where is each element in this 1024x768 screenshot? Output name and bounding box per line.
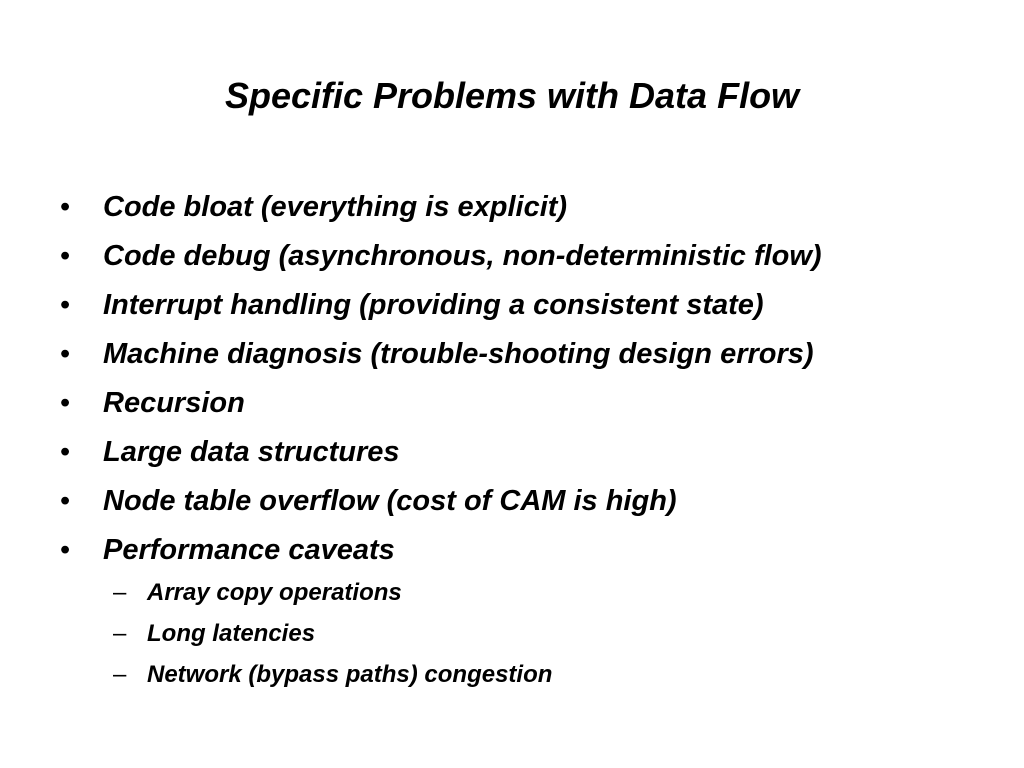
bullet-marker: • xyxy=(60,289,71,321)
bullet-marker: • xyxy=(60,485,71,517)
slide-title: Specific Problems with Data Flow xyxy=(224,75,800,116)
bullet-item: • Machine diagnosis (trouble-shooting de… xyxy=(60,330,1000,379)
bullet-marker: • xyxy=(60,191,71,223)
bullet-text: Recursion xyxy=(103,387,245,419)
subbullet-item: – Network (bypass paths) congestion xyxy=(113,654,993,695)
bullet-text: Large data structures xyxy=(103,436,400,468)
bullet-text: Node table overflow (cost of CAM is high… xyxy=(103,485,677,517)
bullet-text: Machine diagnosis (trouble-shooting desi… xyxy=(103,338,814,370)
subbullet-marker: – xyxy=(113,661,127,688)
bullet-list: • Code bloat (everything is explicit) • … xyxy=(60,183,1000,575)
subbullet-text: Array copy operations xyxy=(147,579,402,606)
bullet-marker: • xyxy=(60,436,71,468)
bullet-item: • Node table overflow (cost of CAM is hi… xyxy=(60,477,1000,526)
bullet-marker: • xyxy=(60,240,71,272)
bullet-item: • Interrupt handling (providing a consis… xyxy=(60,281,1000,330)
subbullet-item: – Array copy operations xyxy=(113,572,993,613)
bullet-item: • Code bloat (everything is explicit) xyxy=(60,183,1000,232)
subbullet-item: – Long latencies xyxy=(113,613,993,654)
bullet-text: Interrupt handling (providing a consiste… xyxy=(103,289,764,321)
bullet-text: Code debug (asynchronous, non-determinis… xyxy=(103,240,822,272)
bullet-marker: • xyxy=(60,534,71,566)
subbullet-text: Long latencies xyxy=(147,620,316,647)
bullet-item: • Performance caveats xyxy=(60,526,1000,575)
subbullet-marker: – xyxy=(113,620,127,647)
bullet-marker: • xyxy=(60,387,71,419)
bullet-item: • Recursion xyxy=(60,379,1000,428)
bullet-marker: • xyxy=(60,338,71,370)
subbullet-text: Network (bypass paths) congestion xyxy=(147,661,553,688)
bullet-item: • Code debug (asynchronous, non-determin… xyxy=(60,232,1000,281)
subbullet-marker: – xyxy=(113,579,127,606)
bullet-text: Performance caveats xyxy=(103,534,395,566)
bullet-item: • Large data structures xyxy=(60,428,1000,477)
bullet-text: Code bloat (everything is explicit) xyxy=(103,191,568,223)
subbullet-list: – Array copy operations – Long latencies… xyxy=(113,572,993,695)
